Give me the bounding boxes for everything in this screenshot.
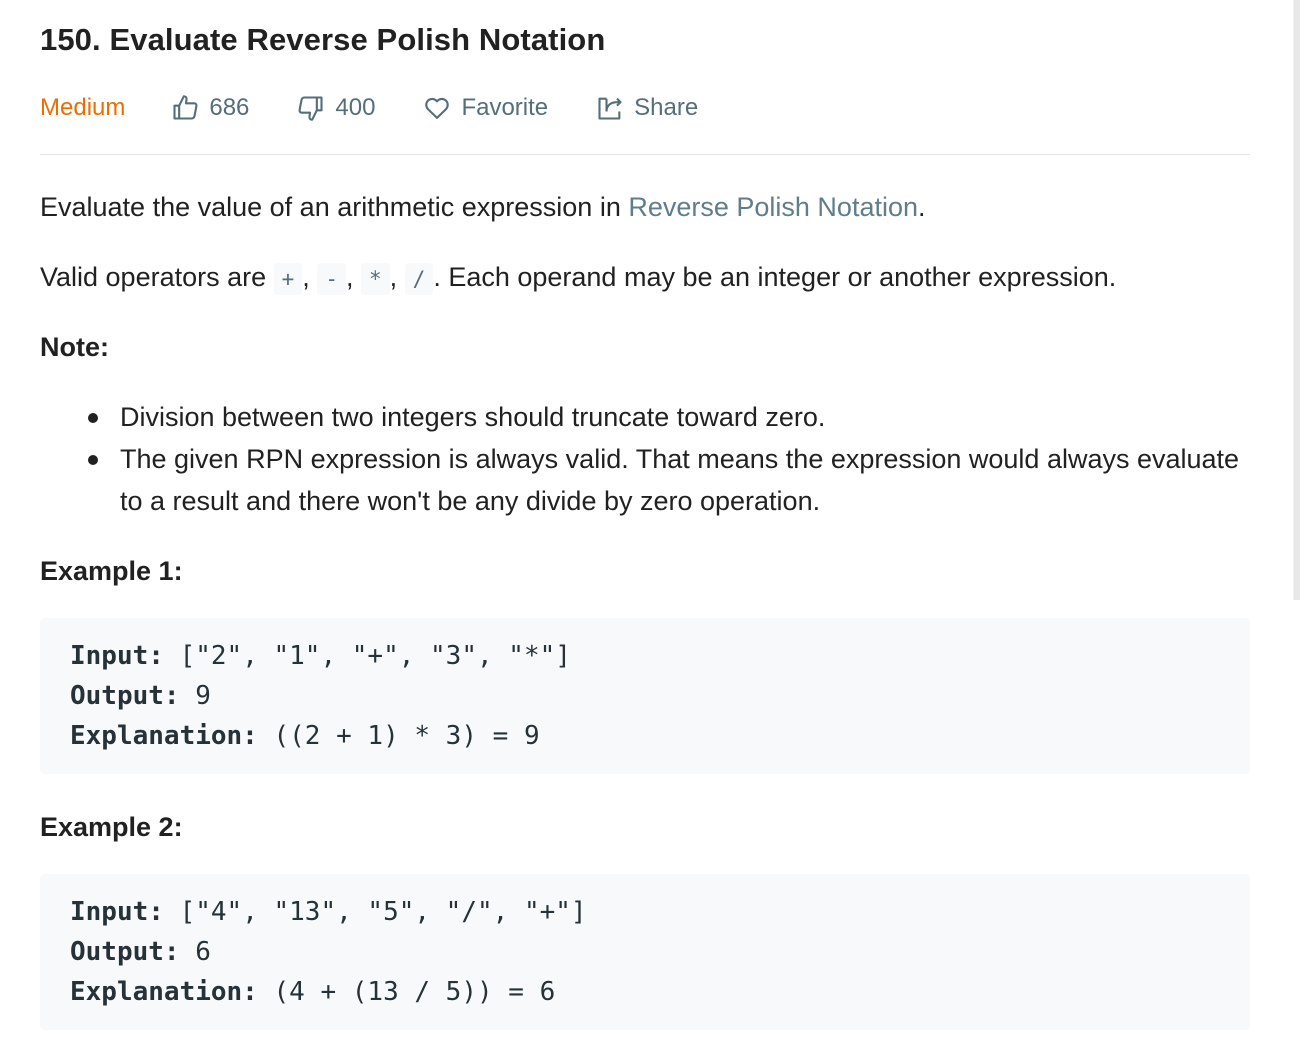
input-label: Input: bbox=[70, 641, 164, 671]
header-divider bbox=[40, 154, 1250, 155]
like-count: 686 bbox=[209, 94, 250, 121]
operators-intro: Valid operators are bbox=[40, 262, 274, 292]
input-value: ["2", "1", "+", "3", "*"] bbox=[163, 641, 571, 671]
dislike-button[interactable]: 400 bbox=[297, 94, 375, 122]
example-1-heading: Example 1: bbox=[40, 556, 183, 586]
note-heading: Note: bbox=[40, 332, 109, 362]
heart-icon bbox=[425, 97, 450, 119]
like-button[interactable]: 686 bbox=[171, 94, 249, 122]
problem-meta-bar: Medium 686 400 Favorite bbox=[40, 88, 746, 128]
dislike-count: 400 bbox=[335, 94, 376, 121]
description-intro: Evaluate the value of an arithmetic expr… bbox=[40, 186, 926, 228]
example-1-block: Input: ["2", "1", "+", "3", "*"] Output:… bbox=[40, 618, 1250, 774]
operator-multiply: * bbox=[360, 263, 390, 295]
output-value: 6 bbox=[179, 937, 211, 967]
output-label: Output: bbox=[70, 937, 180, 967]
operator-divide: / bbox=[404, 263, 434, 295]
explanation-label: Explanation: bbox=[70, 977, 258, 1007]
list-item: The given RPN expression is always valid… bbox=[88, 438, 1250, 522]
rpn-wiki-link[interactable]: Reverse Polish Notation bbox=[628, 192, 918, 222]
intro-text: Evaluate the value of an arithmetic expr… bbox=[40, 192, 629, 222]
example-2-block: Input: ["4", "13", "5", "/", "+"] Output… bbox=[40, 874, 1250, 1030]
operators-paragraph: Valid operators are +, -, *, /. Each ope… bbox=[40, 256, 1116, 300]
input-label: Input: bbox=[70, 897, 164, 927]
example-2-heading: Example 2: bbox=[40, 812, 183, 842]
page-scrollbar[interactable] bbox=[1293, 0, 1300, 600]
explanation-value: (4 + (13 / 5)) = 6 bbox=[257, 977, 556, 1007]
intro-period: . bbox=[918, 192, 926, 222]
input-value: ["4", "13", "5", "/", "+"] bbox=[163, 897, 587, 927]
list-item: Division between two integers should tru… bbox=[88, 396, 1250, 438]
notes-list: Division between two integers should tru… bbox=[40, 396, 1250, 522]
difficulty-label: Medium bbox=[40, 94, 126, 121]
problem-title: 150. Evaluate Reverse Polish Notation bbox=[40, 22, 606, 57]
favorite-label: Favorite bbox=[461, 94, 549, 121]
output-value: 9 bbox=[179, 681, 211, 711]
operator-plus: + bbox=[273, 263, 303, 295]
share-icon bbox=[598, 97, 622, 120]
operators-outro: . Each operand may be an integer or anot… bbox=[433, 262, 1117, 292]
operator-minus: - bbox=[317, 263, 346, 295]
output-label: Output: bbox=[70, 681, 180, 711]
share-label: Share bbox=[634, 94, 699, 121]
share-button[interactable]: Share bbox=[596, 94, 698, 122]
thumbs-up-icon bbox=[173, 95, 198, 120]
thumbs-down-icon bbox=[298, 96, 323, 121]
favorite-button[interactable]: Favorite bbox=[423, 94, 548, 122]
explanation-label: Explanation: bbox=[70, 721, 258, 751]
explanation-value: ((2 + 1) * 3) = 9 bbox=[257, 721, 540, 751]
